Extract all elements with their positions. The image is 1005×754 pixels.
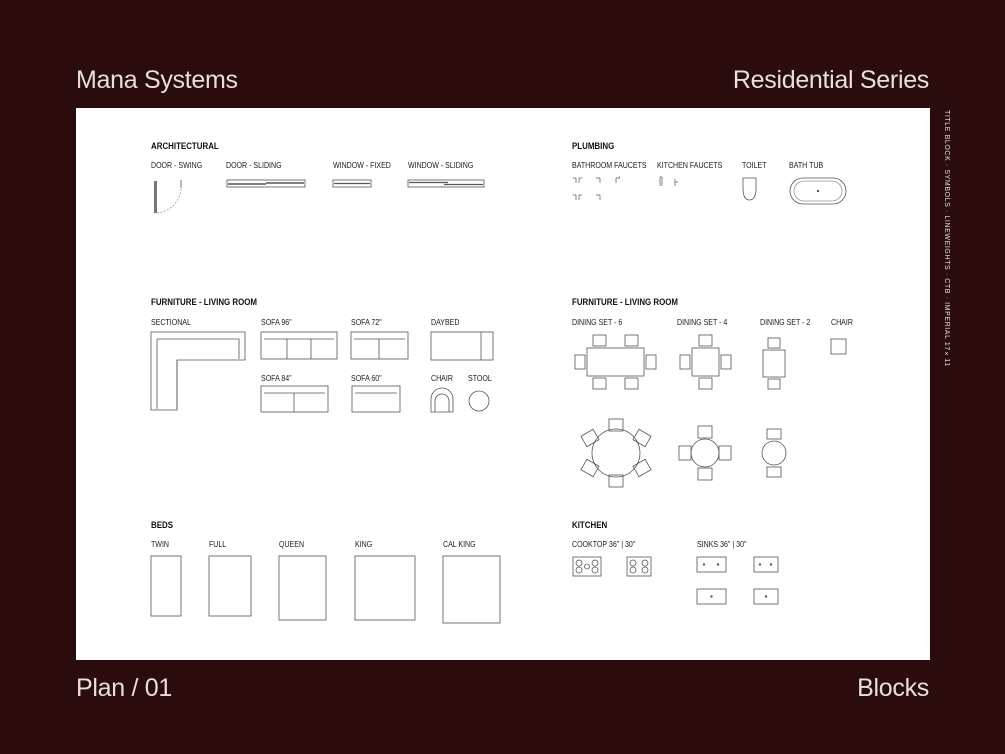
side-strip: TITLE BLOCK · SYMBOLS · LINEWEIGHTS · CT… xyxy=(943,110,953,367)
label-window-fixed: WINDOW - FIXED xyxy=(333,161,391,170)
bed-twin-block xyxy=(150,555,182,617)
window-sliding-block xyxy=(407,179,485,188)
label-sofa-72: SOFA 72" xyxy=(351,318,382,327)
drawing-sheet: ARCHITECTURAL DOOR - SWING DOOR - SLIDIN… xyxy=(76,108,930,660)
label-dining-chair: CHAIR xyxy=(831,318,853,327)
cooktop-36-block xyxy=(572,556,602,577)
sheet-type: Blocks xyxy=(857,674,929,702)
label-kitchen-faucets: KITCHEN FAUCETS xyxy=(657,161,723,170)
round-dining-4-block xyxy=(678,425,732,481)
round-dining-2-block xyxy=(761,428,787,478)
label-window-sliding: WINDOW - SLIDING xyxy=(408,161,474,170)
bathroom-faucets-block xyxy=(573,176,620,200)
label-queen: QUEEN xyxy=(279,540,305,549)
section-title-living-room-dining: FURNITURE - LIVING ROOM xyxy=(572,297,679,307)
series-title: Residential Series xyxy=(732,66,929,94)
bed-queen-block xyxy=(278,555,327,621)
label-door-sliding: DOOR - SLIDING xyxy=(226,161,282,170)
section-title-beds: BEDS xyxy=(151,520,174,530)
dining-chair-block xyxy=(830,338,847,355)
label-toilet: TOILET xyxy=(742,161,767,170)
label-daybed: DAYBED xyxy=(431,318,460,327)
sofa-72-block xyxy=(350,331,409,360)
label-sofa-60: SOFA 60" xyxy=(351,374,382,383)
label-bathroom-faucets: BATHROOM FAUCETS xyxy=(572,161,647,170)
label-sinks: SINKS 36" | 30" xyxy=(697,540,747,549)
sink-single-36-block xyxy=(696,588,727,605)
toilet-block xyxy=(742,177,757,201)
label-dining-set-2: DINING SET - 2 xyxy=(760,318,811,327)
sink-36-block xyxy=(696,556,727,573)
label-chair: CHAIR xyxy=(431,374,453,383)
bed-full-block xyxy=(208,555,252,617)
label-full: FULL xyxy=(209,540,227,549)
sink-single-30-block xyxy=(753,588,779,605)
section-title-living-room: FURNITURE - LIVING ROOM xyxy=(151,297,258,307)
round-dining-6-block xyxy=(580,418,652,488)
window-fixed-block xyxy=(332,179,372,188)
daybed-block xyxy=(430,331,494,361)
label-stool: STOOL xyxy=(468,374,492,383)
sofa-60-block xyxy=(351,385,401,413)
label-sofa-84: SOFA 84" xyxy=(261,374,292,383)
cooktop-30-block xyxy=(626,556,652,577)
label-cooktop: COOKTOP 36" | 30" xyxy=(572,540,636,549)
bed-king-block xyxy=(354,555,416,621)
sectional-block xyxy=(150,331,246,411)
stool-block xyxy=(468,390,490,412)
label-cal-king: CAL KING xyxy=(443,540,476,549)
label-dining-set-4: DINING SET - 4 xyxy=(677,318,728,327)
label-twin: TWIN xyxy=(151,540,169,549)
label-bath-tub: BATH TUB xyxy=(789,161,824,170)
dining-set-6-block xyxy=(574,334,657,390)
brand-title: Mana Systems xyxy=(76,66,238,94)
bathtub-block xyxy=(789,177,847,205)
section-title-plumbing: PLUMBING xyxy=(572,141,615,151)
side-strip-text: TITLE BLOCK · SYMBOLS · LINEWEIGHTS · CT… xyxy=(943,110,950,367)
door-swing-block xyxy=(154,180,182,214)
chair-block xyxy=(430,387,454,413)
label-door-swing: DOOR - SWING xyxy=(151,161,203,170)
section-title-kitchen: KITCHEN xyxy=(572,520,608,530)
label-king: KING xyxy=(355,540,373,549)
label-dining-set-6: DINING SET - 6 xyxy=(572,318,623,327)
door-sliding-block xyxy=(226,179,306,188)
label-sofa-96: SOFA 96" xyxy=(261,318,292,327)
dining-set-2-block xyxy=(762,337,786,390)
kitchen-faucets-block xyxy=(659,176,678,186)
block-drawings xyxy=(150,176,847,624)
bed-cal-king-block xyxy=(442,555,501,624)
sink-30-block xyxy=(753,556,779,573)
plan-number: Plan / 01 xyxy=(76,674,172,702)
sofa-84-block xyxy=(260,385,329,413)
sofa-96-block xyxy=(260,331,338,360)
section-title-architectural: ARCHITECTURAL xyxy=(151,141,219,151)
dining-set-4-block xyxy=(679,334,732,390)
label-sectional: SECTIONAL xyxy=(151,318,191,327)
